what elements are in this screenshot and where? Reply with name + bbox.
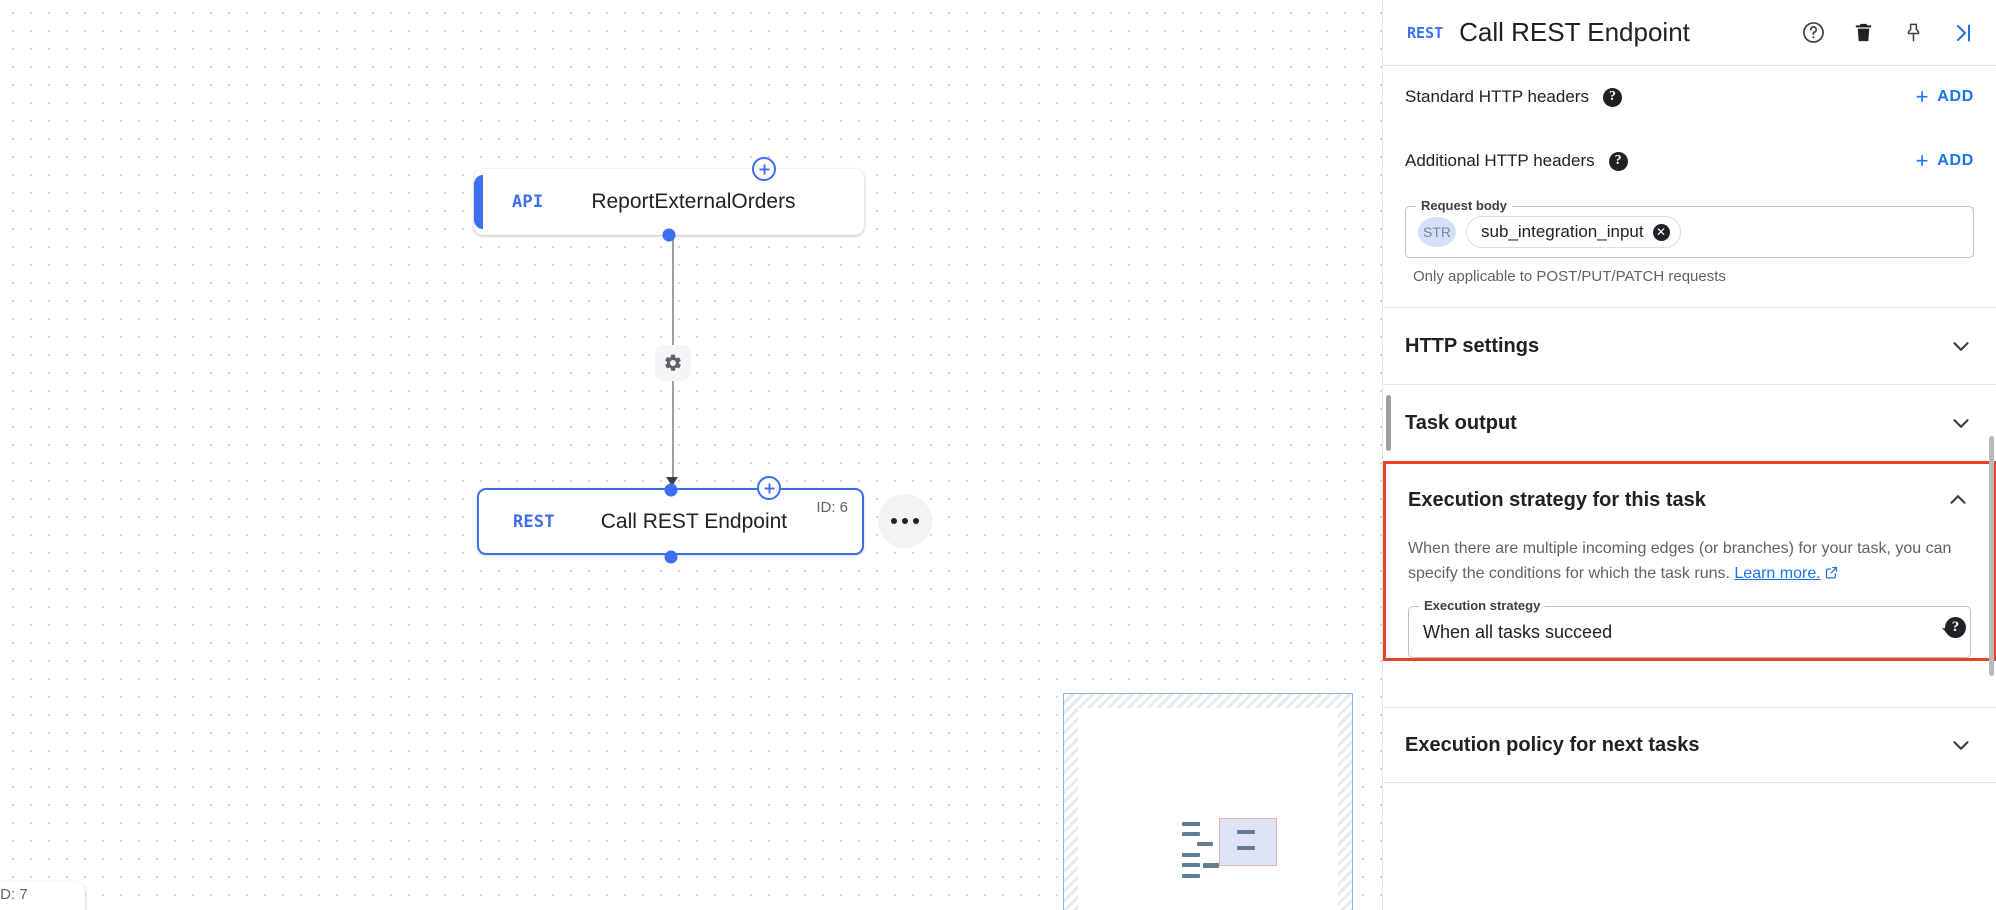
add-standard-header-button[interactable]: + ADD xyxy=(1916,86,1974,108)
standard-http-headers-row: Standard HTTP headers ? + ADD xyxy=(1383,66,1996,128)
more-dot xyxy=(891,518,897,524)
workflow-node-rest[interactable]: REST Call REST Endpoint ID: 6 xyxy=(477,483,864,564)
section-divider xyxy=(1383,782,1996,783)
execution-strategy-select[interactable]: Execution strategy When all tasks succee… xyxy=(1408,598,1971,658)
execution-strategy-select-value: When all tasks succeed xyxy=(1423,621,1613,642)
node-type-tag: API xyxy=(512,192,544,212)
request-body-field[interactable]: Request body STR sub_integration_input ✕ xyxy=(1405,198,1974,258)
section-http-settings[interactable]: HTTP settings xyxy=(1383,308,1996,384)
section-execution-strategy-title: Execution strategy for this task xyxy=(1408,488,1706,511)
add-node-after-rest-button[interactable] xyxy=(757,476,781,500)
workflow-canvas[interactable]: API ReportExternalOrders REST Call REST … xyxy=(0,0,1382,910)
node-id-label: ID: 6 xyxy=(816,499,848,516)
remove-variable-icon[interactable]: ✕ xyxy=(1652,223,1670,241)
trash-icon[interactable] xyxy=(1850,20,1876,46)
frame-inner-surface xyxy=(1078,708,1338,910)
task-config-panel: REST Call REST Endpoint xyxy=(1382,0,1996,910)
chevron-down-icon[interactable] xyxy=(1948,410,1974,436)
canvas-selection-frame xyxy=(1063,693,1353,910)
execution-strategy-select-legend: Execution strategy xyxy=(1419,598,1546,613)
edge-arrow-head xyxy=(666,477,678,486)
panel-scrollbar-thumb[interactable] xyxy=(1989,436,1994,676)
more-dot xyxy=(913,518,919,524)
node-title: Call REST Endpoint xyxy=(600,509,788,533)
node-more-options-button[interactable] xyxy=(878,494,932,548)
request-body-variable-chip[interactable]: sub_integration_input ✕ xyxy=(1466,216,1681,248)
collapse-panel-icon[interactable] xyxy=(1950,20,1976,46)
standard-http-headers-label: Standard HTTP headers xyxy=(1405,87,1589,106)
panel-scrollbar-left[interactable] xyxy=(1386,395,1391,451)
help-icon[interactable]: ? xyxy=(1608,151,1628,171)
execution-strategy-description: When there are multiple incoming edges (… xyxy=(1386,536,1993,588)
external-link-icon xyxy=(1824,563,1839,588)
request-body-helper-text: Only applicable to POST/PUT/PATCH reques… xyxy=(1413,268,1726,285)
add-additional-header-button[interactable]: + ADD xyxy=(1916,150,1974,172)
execution-strategy-help-icon[interactable]: ? xyxy=(1945,617,1966,638)
execution-strategy-description-line1: When there are multiple incoming edges (… xyxy=(1408,540,1891,557)
learn-more-link[interactable]: Learn more. xyxy=(1734,565,1821,582)
section-divider xyxy=(1383,307,1996,308)
add-additional-header-label: ADD xyxy=(1937,152,1974,169)
add-node-after-api-button[interactable] xyxy=(752,157,776,181)
pin-icon[interactable] xyxy=(1900,20,1926,46)
section-http-settings-title: HTTP settings xyxy=(1405,334,1540,357)
offscreen-node-card[interactable] xyxy=(0,882,85,910)
panel-header-actions xyxy=(1800,20,1976,46)
add-standard-header-label: ADD xyxy=(1937,88,1974,105)
panel-type-tag: REST xyxy=(1407,23,1444,42)
workflow-node-api[interactable]: API ReportExternalOrders xyxy=(474,169,864,242)
offscreen-node-id-label: ID: 7 xyxy=(0,886,28,903)
section-task-output[interactable]: Task output xyxy=(1383,385,1996,461)
additional-http-headers-label: Additional HTTP headers xyxy=(1405,151,1595,170)
node-accent-bar xyxy=(474,175,483,229)
section-task-output-title: Task output xyxy=(1405,411,1517,434)
request-body-legend: Request body xyxy=(1416,198,1512,213)
chevron-down-icon[interactable] xyxy=(1948,732,1974,758)
section-execution-strategy-header[interactable]: Execution strategy for this task xyxy=(1386,464,1993,536)
node-output-port[interactable] xyxy=(662,228,676,242)
node-input-port[interactable] xyxy=(664,483,677,497)
execution-strategy-section[interactable]: Execution strategy for this task When th… xyxy=(1383,461,1996,661)
chevron-down-icon[interactable] xyxy=(1948,333,1974,359)
panel-body[interactable]: Standard HTTP headers ? + ADD Additional… xyxy=(1383,66,1996,910)
section-execution-policy[interactable]: Execution policy for next tasks xyxy=(1383,708,1996,782)
mini-diagram-glyph xyxy=(1182,818,1292,878)
execution-strategy-description-line2: you can specify the conditions for which… xyxy=(1408,540,1952,582)
section-divider xyxy=(1383,384,1996,385)
node-type-tag: REST xyxy=(513,511,555,532)
more-dot xyxy=(902,518,908,524)
chevron-up-icon[interactable] xyxy=(1945,487,1971,513)
plus-icon: + xyxy=(1915,84,1930,109)
plus-icon: + xyxy=(1915,148,1930,173)
request-body-variable-label: sub_integration_input xyxy=(1481,222,1644,241)
additional-http-headers-row: Additional HTTP headers ? + ADD xyxy=(1383,128,1996,194)
node-title: ReportExternalOrders xyxy=(591,190,796,213)
section-execution-policy-title: Execution policy for next tasks xyxy=(1405,733,1700,756)
edge-gear-icon[interactable] xyxy=(655,345,691,381)
help-icon[interactable]: ? xyxy=(1602,87,1622,107)
request-body-type-badge: STR xyxy=(1418,217,1456,247)
panel-header: REST Call REST Endpoint xyxy=(1383,0,1996,66)
node-output-port[interactable] xyxy=(664,550,677,564)
section-divider xyxy=(1383,707,1996,708)
page-title: Call REST Endpoint xyxy=(1459,17,1690,47)
help-circle-icon[interactable] xyxy=(1800,20,1826,46)
